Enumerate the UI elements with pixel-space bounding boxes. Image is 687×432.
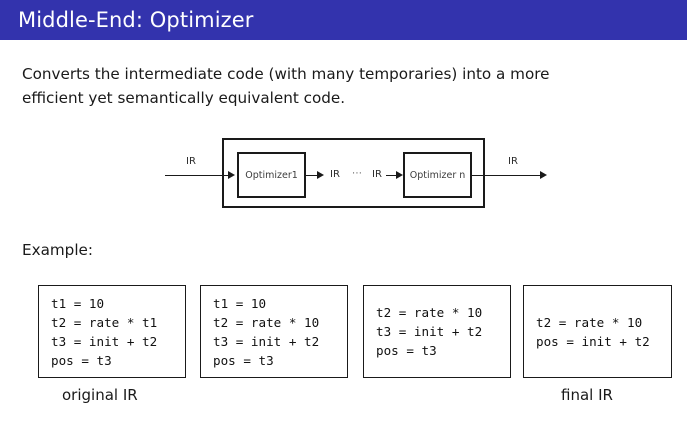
example-heading: Example: [22,241,94,259]
optimizer-pipeline-diagram: IR Optimizer1 IR ⋯ IR Optimizer n IR [0,128,687,223]
input-ir-label: IR [186,156,196,167]
code-line: t3 = init + t2 [51,333,158,349]
code-line: pos = t3 [376,343,437,358]
page-title: Middle-End: Optimizer [18,8,254,32]
optimizer-first-label: Optimizer1 [245,169,298,181]
caption-final-ir: final IR [561,386,613,404]
input-arrow-line [165,175,228,176]
code-box-stage-2: t1 = 10 t2 = rate * 10 t3 = init + t2 po… [200,285,348,378]
intro-line-1: Converts the intermediate code (with man… [22,65,550,83]
code-box-original-ir: t1 = 10 t2 = rate * t1 t3 = init + t2 po… [38,285,186,378]
code-line: t1 = 10 [51,295,105,311]
pipeline-ellipsis: ⋯ [352,168,363,179]
output-arrow-line [471,175,544,176]
mid-ir-label-left: IR [330,169,340,180]
optimizer-first-box: Optimizer1 [237,152,306,198]
code-line: pos = init + t2 [536,333,650,349]
output-ir-label: IR [508,156,518,167]
code-line: t2 = rate * t1 [51,314,158,330]
optn-in-arrow-head [396,170,403,179]
opt1-out-arrow-line [306,175,318,176]
optn-in-arrow-line [386,175,398,176]
opt1-out-arrow-head [317,170,324,179]
code-line: pos = t3 [213,352,274,368]
output-arrow-head [540,170,547,179]
intro-line-2: efficient yet semantically equivalent co… [22,89,346,107]
slide-title-bar: Middle-End: Optimizer [0,0,687,40]
code-line: t2 = rate * 10 [376,305,483,320]
mid-ir-label-right: IR [372,169,382,180]
input-arrow-head [228,170,235,179]
optimizer-last-label: Optimizer n [409,169,466,181]
code-line: t3 = init + t2 [213,333,320,349]
code-line: t2 = rate * 10 [536,314,643,330]
optimizer-pipeline-outer-box [222,138,485,208]
optimizer-last-box: Optimizer n [403,152,472,198]
code-line: t1 = 10 [213,295,267,311]
code-box-final-ir: t2 = rate * 10 pos = init + t2 [523,285,672,378]
caption-original-ir: original IR [62,386,138,404]
intro-paragraph: Converts the intermediate code (with man… [22,62,662,110]
code-line: t3 = init + t2 [376,324,483,339]
code-line: pos = t3 [51,352,112,368]
code-box-stage-3: t2 = rate * 10 t3 = init + t2 pos = t3 [363,285,511,378]
code-line: t2 = rate * 10 [213,314,320,330]
